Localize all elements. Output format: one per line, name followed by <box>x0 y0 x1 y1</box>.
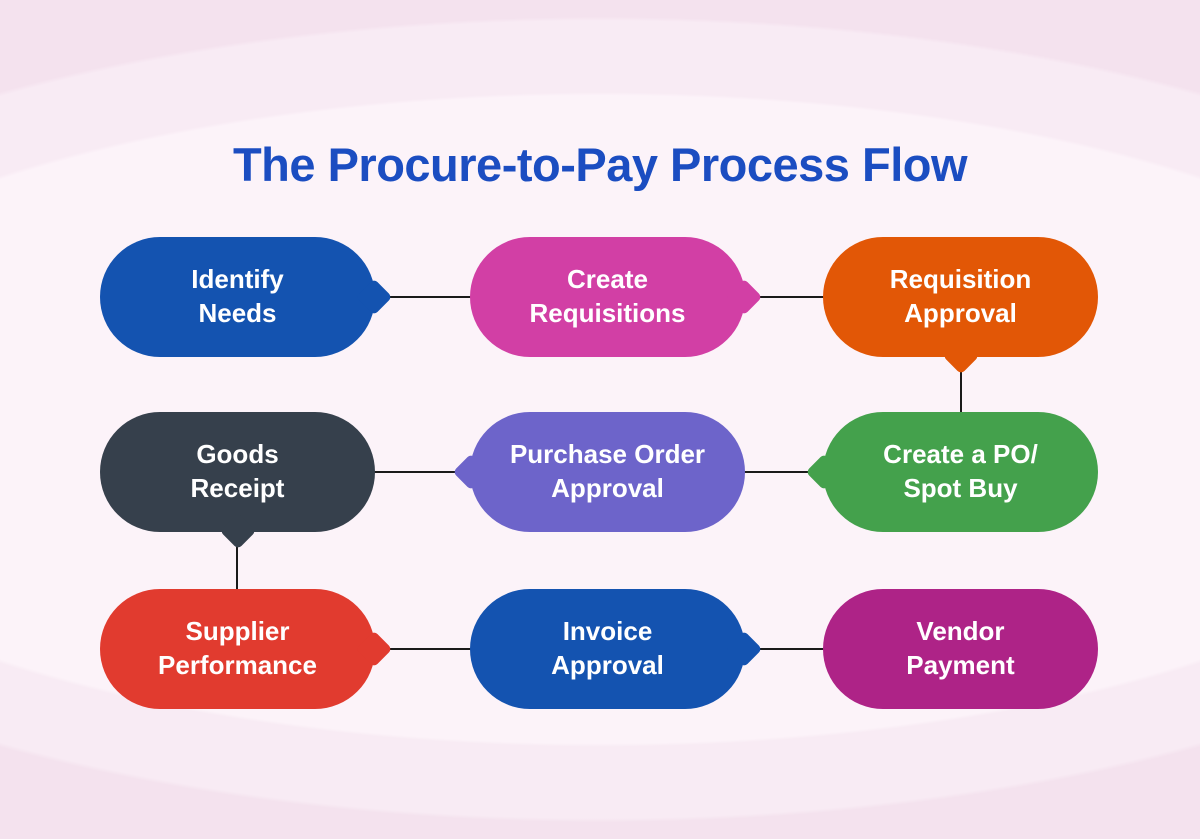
node-label-line2: Approval <box>904 298 1017 328</box>
flow-node-purchase-order-approval: Purchase Order Approval <box>452 412 745 532</box>
node-tail <box>725 278 763 316</box>
node-label-line1: Create <box>567 264 648 295</box>
node-label-line1: Purchase Order <box>509 439 706 470</box>
node-label-line2: Receipt <box>190 473 285 503</box>
node-tail <box>219 512 256 550</box>
node-label-line2: Payment <box>906 650 1015 680</box>
flow-node-identify-needs: Identify Needs <box>100 237 393 357</box>
flow-node-invoice-approval: Invoice Approval <box>470 589 763 709</box>
node-label-line2: Approval <box>551 650 664 680</box>
node-tail <box>805 453 843 491</box>
flow-node-requisition-approval: Requisition Approval <box>823 237 1098 375</box>
connector-requisition-approval-to-create-po <box>960 297 962 472</box>
node-label-line2: Requisitions <box>529 298 686 328</box>
flow-node-create-po-spot-buy: Create a PO/ Spot Buy <box>805 412 1098 532</box>
node-tail <box>942 337 979 375</box>
diagram-title: The Procure-to-Pay Process Flow <box>232 138 968 192</box>
node-tail <box>452 453 490 491</box>
node-tail <box>355 278 393 316</box>
node-label-line1: Supplier <box>185 616 290 647</box>
node-tail <box>725 630 763 668</box>
node-label-line2: Needs <box>198 298 277 328</box>
node-label-line1: Goods <box>196 439 279 470</box>
flow-node-create-requisitions: Create Requisitions <box>470 237 763 357</box>
connector-goods-receipt-to-supplier-performance <box>236 472 238 649</box>
node-label-line2: Performance <box>158 650 317 680</box>
flow-node-supplier-performance: Supplier Performance <box>100 589 393 709</box>
node-label-line1: Invoice <box>562 616 653 647</box>
flow-node-goods-receipt: Goods Receipt <box>100 412 375 550</box>
node-label-line1: Requisition <box>889 264 1032 295</box>
flow-node-vendor-payment: Vendor Payment <box>823 589 1098 709</box>
node-label-line1: Create a PO/ <box>883 439 1038 470</box>
node-label-line2: Spot Buy <box>903 473 1018 503</box>
node-label-line2: Approval <box>551 473 664 503</box>
node-label-line1: Vendor <box>916 616 1005 647</box>
node-label-line1: Identify <box>191 264 284 295</box>
node-tail <box>355 630 393 668</box>
